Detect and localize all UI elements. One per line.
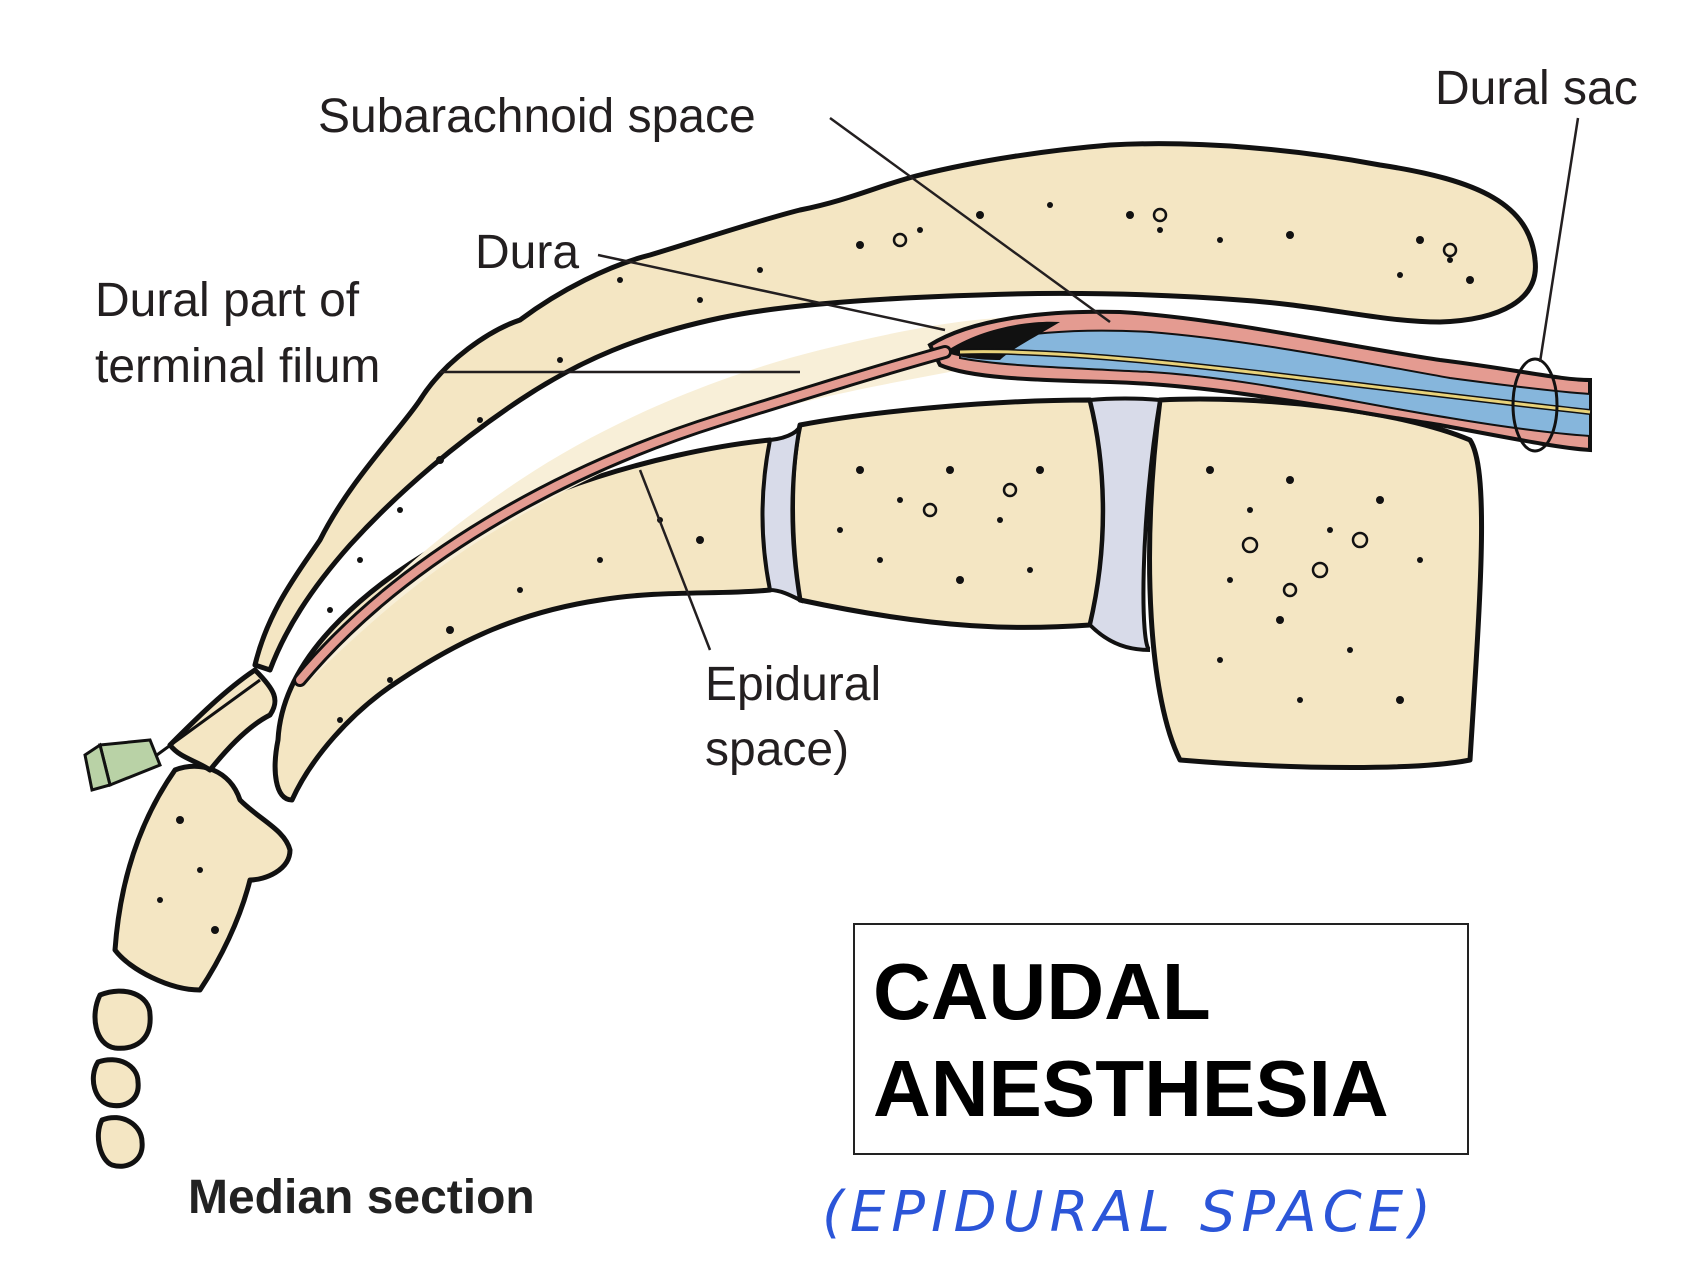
label-epidural-line1: Epidural (705, 658, 881, 711)
leader-subarachnoid-space (829, 116, 1111, 324)
label-dural-part-line1: Dural part of (95, 274, 360, 327)
coccyx-upper-tip (167, 667, 278, 773)
leader-dural-sac (1538, 117, 1580, 363)
title-line-1: CAUDAL (873, 947, 1211, 1036)
label-dural-sac: Dural sac (1435, 62, 1638, 115)
coccyx-segment-2 (90, 1057, 141, 1109)
bone-texture (157, 202, 1474, 934)
intervertebral-disc-2 (1087, 396, 1163, 652)
leader-epidural-space (638, 469, 712, 651)
median-section-caption: Median section (188, 1171, 535, 1224)
vertebral-body-2 (1147, 396, 1485, 770)
dural-sac-cut-ring (1511, 357, 1559, 453)
caudal-needle (83, 678, 261, 792)
title-line-2: ANESTHESIA (873, 1044, 1389, 1133)
title-box: CAUDAL ANESTHESIA (853, 923, 1469, 1155)
coccyx-segment-1 (92, 988, 153, 1051)
label-dural-part-line2: terminal filum (95, 340, 380, 393)
coccyx-segment-3 (95, 1115, 145, 1169)
handwritten-note: (EPIDURAL SPACE) (822, 1180, 1438, 1245)
intervertebral-disc-1 (760, 424, 803, 604)
sacrum-ventral-plate (272, 437, 773, 803)
label-subarachnoid-space: Subarachnoid space (318, 90, 756, 143)
coccyx-upper (112, 763, 293, 993)
leader-dura (597, 253, 946, 332)
sacrum-dorsal-plate (252, 141, 1538, 673)
label-epidural-line2: space) (705, 723, 849, 776)
vertebral-body-1 (790, 397, 1106, 630)
label-dura: Dura (475, 226, 579, 279)
